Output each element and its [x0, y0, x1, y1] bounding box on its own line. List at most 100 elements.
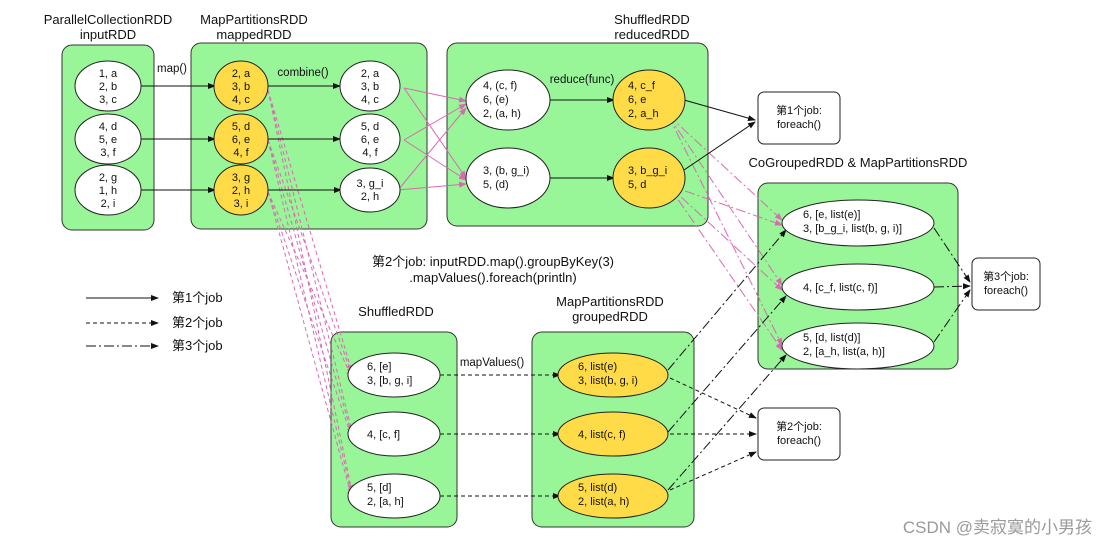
record: 2, (a, h) — [483, 108, 521, 120]
combined-partition — [339, 113, 401, 165]
combine-op-label: combine() — [277, 67, 328, 79]
record: 3, i — [234, 198, 249, 210]
map-op-label: map() — [157, 63, 187, 75]
record: 2, b — [99, 81, 117, 93]
record: 3, g — [232, 172, 250, 184]
grouped-subtitle: groupedRDD — [572, 309, 648, 324]
mapped-title: MapPartitionsRDD — [200, 12, 308, 27]
record: 1, a — [99, 68, 118, 80]
record: 4, c_f — [628, 80, 656, 92]
legend: 第1个job 第2个job 第3个job — [86, 290, 223, 353]
shuffle-partition — [465, 147, 551, 209]
record: 3, (b, g_i) — [483, 165, 529, 177]
watermark: CSDN @卖寂寞的小男孩 — [903, 518, 1092, 537]
record: 2, list(a, h) — [578, 496, 629, 508]
record: 3, b — [361, 81, 379, 93]
job3-box: 第3个job: foreach() — [971, 257, 1041, 311]
record: 3, g_i — [357, 178, 384, 190]
cogroup-partition — [781, 322, 935, 370]
legend-item: 第3个job — [172, 338, 223, 353]
legend-item: 第1个job — [172, 290, 223, 305]
combined-partition — [339, 60, 401, 112]
legend-item: 第2个job — [172, 315, 223, 330]
reduced-subtitle: reducedRDD — [614, 27, 689, 42]
grouped-partition — [557, 352, 669, 398]
record: 6, [e, list(e)] — [803, 209, 860, 221]
grouped-partition — [557, 473, 669, 519]
reduced-partitions: 4, (c, f) 6, (e) 2, (a, h) 3, (b, g_i) 5… — [465, 69, 686, 209]
mapped-partition — [213, 164, 269, 216]
record: 2, g — [99, 172, 117, 184]
record: 3, f — [100, 147, 116, 159]
cogroup-partitions: 6, [e, list(e)] 3, [b_g_i, list(b, g, i)… — [781, 199, 935, 370]
record: 2, a_h — [628, 108, 659, 120]
record: 4, [c_f, list(c, f)] — [803, 282, 878, 294]
shuffle-partition — [465, 69, 551, 131]
shuffled-title: ShuffledRDD — [358, 304, 434, 319]
record: 2, a — [232, 68, 251, 80]
record: 4, list(c, f) — [578, 429, 626, 441]
record: 6, [e] — [367, 361, 391, 373]
input-partition — [74, 60, 142, 112]
record: 3, [b, g, i] — [367, 375, 412, 387]
record: 6, e — [628, 94, 646, 106]
record: 6, e — [232, 134, 250, 146]
record: 1, h — [99, 185, 117, 197]
record: 5, [d, list(d)] — [803, 332, 860, 344]
mapped-partition — [213, 60, 269, 112]
job2-edges — [440, 372, 757, 499]
job-action: foreach() — [984, 285, 1028, 297]
shuffled-partitions: 6, [e] 3, [b, g, i] 4, [c, f] 5, [d] 2, … — [347, 352, 441, 519]
input-title: ParallelCollectionRDD — [44, 12, 173, 27]
mapped-subtitle: mappedRDD — [216, 27, 291, 42]
job1-edges — [141, 83, 756, 193]
record: 4, [c, f] — [367, 429, 400, 441]
combined-partition — [339, 167, 401, 213]
input-subtitle: inputRDD — [80, 27, 136, 42]
record: 6, e — [361, 134, 379, 146]
mapped-partitions: 2, a 3, b 4, c 5, d 6, e 4, f 3, g 2, h … — [213, 60, 269, 216]
record: 6, list(e) — [578, 361, 617, 373]
shuffled-partition — [347, 411, 441, 457]
job-action: foreach() — [777, 119, 821, 131]
record: 2, [a_h, list(a, h)] — [803, 346, 885, 358]
record: 5, [d] — [367, 482, 391, 494]
record: 4, f — [233, 147, 249, 159]
reduce-op-label: reduce(func) — [550, 74, 615, 86]
record: 5, d — [628, 179, 646, 191]
mapped-partition — [213, 113, 269, 165]
grouped-title: MapPartitionsRDD — [556, 294, 664, 309]
input-partition — [74, 164, 142, 216]
record: 3, [b_g_i, list(b, g, i)] — [803, 223, 902, 235]
input-partitions: 1, a 2, b 3, c 4, d 5, e 3, f 2, g 1, h … — [74, 60, 142, 216]
cogroup-partition — [781, 263, 935, 311]
shuffle-edges-job1 — [397, 87, 467, 191]
shuffled-partition — [347, 352, 441, 398]
record: 3, b — [232, 81, 250, 93]
code-line-2: .mapValues().foreach(println) — [409, 270, 576, 285]
record: 5, (d) — [483, 179, 509, 191]
record: 4, f — [362, 147, 378, 159]
record: 5, d — [361, 121, 379, 133]
record: 6, (e) — [483, 94, 509, 106]
record: 4, d — [99, 121, 117, 133]
record: 2, h — [361, 191, 379, 203]
job-label: 第1个job: — [776, 103, 822, 117]
record: 2, [a, h] — [367, 496, 404, 508]
job-label: 第3个job: — [983, 269, 1029, 283]
input-partition — [74, 113, 142, 165]
grouped-partition — [557, 411, 669, 457]
record: 4, (c, f) — [483, 80, 517, 92]
job1-box: 第1个job: foreach() — [757, 91, 841, 145]
job3-edges — [667, 227, 971, 491]
shuffled-partition — [347, 473, 441, 519]
record: 2, i — [101, 198, 116, 210]
reduced-title: ShuffledRDD — [614, 12, 690, 27]
record: 4, c — [361, 94, 379, 106]
reduced-partition — [612, 147, 686, 209]
code-line-1: 第2个job: inputRDD.map().groupByKey(3) — [372, 254, 614, 269]
cogroup-partition — [781, 199, 935, 247]
record: 2, h — [232, 185, 250, 197]
job-label: 第2个job: — [776, 419, 822, 433]
